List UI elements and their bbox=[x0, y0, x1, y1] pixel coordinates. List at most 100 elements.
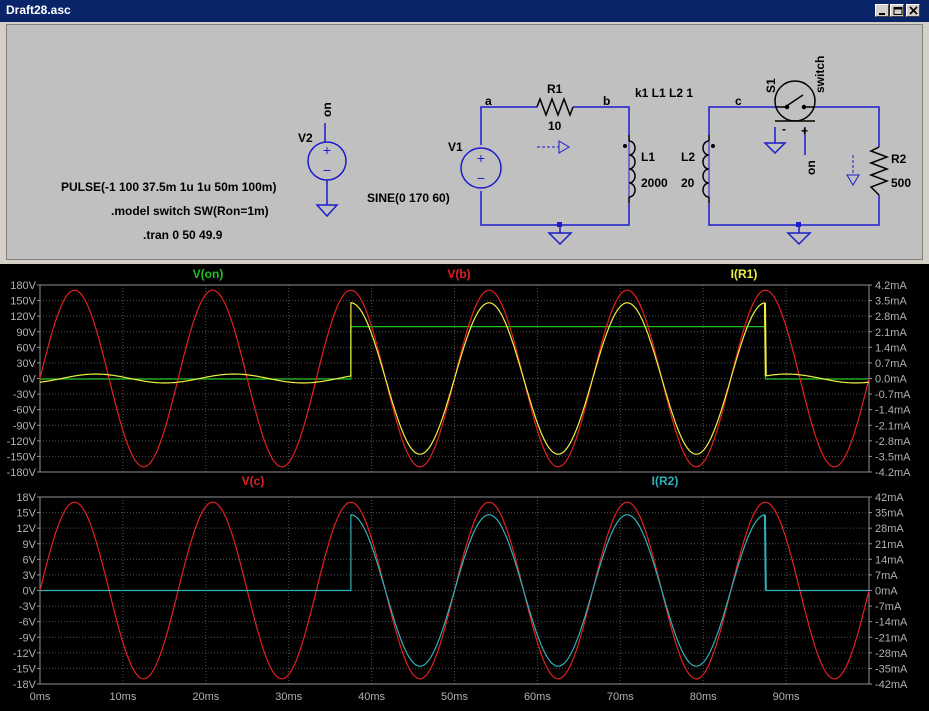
x-tick-label: 0ms bbox=[30, 691, 51, 703]
y-tick-label-left: -12V bbox=[13, 648, 37, 660]
y-tick-label-left: -150V bbox=[7, 451, 37, 463]
r2-resistor[interactable] bbox=[868, 146, 890, 196]
y-tick-label-right: 28mA bbox=[875, 523, 904, 535]
trace-label[interactable]: I(R1) bbox=[731, 267, 758, 281]
trace-v-on[interactable] bbox=[40, 326, 869, 380]
y-tick-label-left: 12V bbox=[16, 523, 36, 535]
restore-icon bbox=[893, 7, 903, 15]
close-button[interactable] bbox=[906, 4, 920, 17]
y-tick-label-left: -120V bbox=[7, 436, 37, 448]
trace-i-r2[interactable] bbox=[40, 514, 869, 667]
node-c-label: c bbox=[735, 94, 742, 108]
v2-voltage-source[interactable]: + − bbox=[307, 123, 347, 205]
y-tick-label-right: 0.0mA bbox=[875, 374, 907, 386]
trace-label[interactable]: V(b) bbox=[447, 267, 470, 281]
y-tick-label-left: 9V bbox=[23, 539, 37, 551]
trace-label[interactable]: V(c) bbox=[242, 474, 265, 488]
y-tick-label-right: 42mA bbox=[875, 492, 904, 504]
y-tick-label-left: -90V bbox=[13, 420, 37, 432]
y-tick-label-right: 2.8mA bbox=[875, 311, 907, 323]
y-tick-label-right: 1.4mA bbox=[875, 342, 907, 354]
y-tick-label-left: -6V bbox=[19, 617, 37, 629]
svg-text:−: − bbox=[323, 162, 331, 178]
l2-inductor[interactable] bbox=[702, 135, 710, 203]
trace-label[interactable]: I(R2) bbox=[652, 474, 679, 488]
y-tick-label-right: 3.5mA bbox=[875, 296, 907, 308]
y-tick-label-left: 60V bbox=[16, 342, 36, 354]
y-tick-label-right: 0.7mA bbox=[875, 358, 907, 370]
y-tick-label-right: -21mA bbox=[875, 632, 908, 644]
pulse-directive[interactable]: PULSE(-1 100 37.5m 1u 1u 50m 100m) bbox=[61, 180, 276, 194]
y-tick-label-right: -42mA bbox=[875, 679, 908, 691]
y-tick-label-left: 0V bbox=[23, 374, 37, 386]
trace-label[interactable]: V(on) bbox=[193, 267, 224, 281]
window-title: Draft28.asc bbox=[6, 3, 71, 17]
y-tick-label-left: 180V bbox=[10, 280, 36, 292]
s1-switch[interactable] bbox=[774, 80, 816, 122]
restore-button[interactable] bbox=[890, 4, 904, 17]
y-tick-label-right: 35mA bbox=[875, 508, 904, 520]
r1-resistor[interactable] bbox=[536, 96, 574, 118]
y-tick-label-left: -60V bbox=[13, 405, 37, 417]
x-tick-label: 50ms bbox=[441, 691, 468, 703]
v1-label: V1 bbox=[448, 140, 463, 154]
current-arrow-icon bbox=[537, 140, 570, 154]
r2-value: 500 bbox=[891, 176, 911, 190]
s1-node-label: on bbox=[804, 160, 818, 175]
y-tick-label-left: -180V bbox=[7, 467, 37, 479]
r2-label: R2 bbox=[891, 152, 907, 166]
ground-icon bbox=[786, 232, 812, 246]
x-tick-label: 30ms bbox=[275, 691, 302, 703]
r1-value: 10 bbox=[548, 119, 562, 133]
s1-label: S1 bbox=[764, 78, 778, 93]
junction-dot bbox=[557, 222, 562, 227]
sine-directive[interactable]: SINE(0 170 60) bbox=[367, 191, 450, 205]
node-b-label: b bbox=[603, 94, 610, 108]
y-tick-label-left: 90V bbox=[16, 327, 36, 339]
schematic-editor[interactable]: + − V2 on PULSE(-1 100 37.5m 1u 1u 50m 1… bbox=[6, 24, 923, 260]
x-tick-label: 90ms bbox=[773, 691, 800, 703]
x-tick-label: 40ms bbox=[358, 691, 385, 703]
tran-directive[interactable]: .tran 0 50 49.9 bbox=[143, 228, 223, 242]
l1-label: L1 bbox=[641, 150, 655, 164]
minimize-icon bbox=[879, 13, 885, 15]
v1-voltage-source[interactable]: + − bbox=[460, 147, 502, 189]
y-tick-label-left: 18V bbox=[16, 492, 36, 504]
y-tick-label-left: 15V bbox=[16, 508, 36, 520]
y-tick-label-right: -14mA bbox=[875, 617, 908, 629]
node-a-label: a bbox=[485, 94, 492, 108]
trace-i-r1[interactable] bbox=[39, 302, 870, 455]
y-tick-label-right: 2.1mA bbox=[875, 327, 907, 339]
ground-icon bbox=[547, 232, 573, 246]
y-tick-label-right: -1.4mA bbox=[875, 405, 911, 417]
secondary-wires bbox=[708, 106, 880, 233]
y-tick-label-right: 21mA bbox=[875, 539, 904, 551]
y-tick-label-right: -28mA bbox=[875, 648, 908, 660]
l1-inductor[interactable] bbox=[628, 135, 636, 203]
coupling-directive[interactable]: k1 L1 L2 1 bbox=[635, 86, 693, 100]
y-tick-label-left: 6V bbox=[23, 554, 37, 566]
y-tick-label-right: 0mA bbox=[875, 586, 898, 598]
window-titlebar[interactable]: Draft28.asc bbox=[0, 0, 929, 22]
y-tick-label-right: -4.2mA bbox=[875, 467, 911, 479]
svg-text:+: + bbox=[323, 142, 331, 158]
y-tick-label-left: -18V bbox=[13, 679, 37, 691]
y-tick-label-right: -3.5mA bbox=[875, 451, 911, 463]
x-tick-label: 60ms bbox=[524, 691, 551, 703]
y-tick-label-right: -35mA bbox=[875, 663, 908, 675]
s1-plus-label: + bbox=[801, 124, 808, 138]
minimize-button[interactable] bbox=[875, 4, 889, 17]
model-directive[interactable]: .model switch SW(Ron=1m) bbox=[111, 204, 269, 218]
close-icon bbox=[909, 6, 918, 15]
y-tick-label-right: -0.7mA bbox=[875, 389, 911, 401]
y-tick-label-left: 0V bbox=[23, 586, 37, 598]
r1-label: R1 bbox=[547, 82, 563, 96]
waveform-plots[interactable]: 180V150V120V90V60V30V0V-30V-60V-90V-120V… bbox=[0, 264, 929, 711]
y-tick-label-left: 30V bbox=[16, 358, 36, 370]
x-tick-label: 20ms bbox=[192, 691, 219, 703]
y-tick-label-right: 4.2mA bbox=[875, 280, 907, 292]
x-tick-label: 10ms bbox=[109, 691, 136, 703]
y-tick-label-right: -2.8mA bbox=[875, 436, 911, 448]
ground-icon bbox=[315, 204, 339, 218]
